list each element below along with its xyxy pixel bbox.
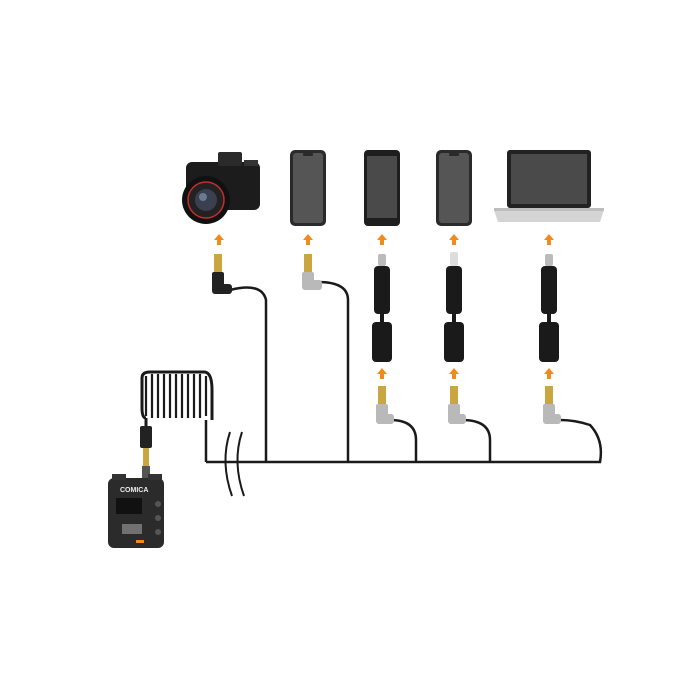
arrow-up-icon bbox=[449, 368, 459, 379]
arrow-up-icons bbox=[214, 234, 554, 379]
trs-plug-icon bbox=[140, 426, 152, 478]
arrow-up-icon bbox=[544, 368, 554, 379]
usb-c-adapter-icon bbox=[372, 254, 392, 362]
trs-plug-icon bbox=[543, 386, 561, 424]
phone-icon bbox=[290, 150, 326, 226]
laptop-icon bbox=[494, 150, 604, 222]
break-symbol-icon bbox=[224, 431, 245, 497]
lightning-adapter-icon bbox=[444, 252, 464, 362]
trs-plug-icon bbox=[376, 386, 394, 424]
camera-icon bbox=[182, 152, 260, 224]
arrow-up-icon bbox=[449, 234, 459, 245]
arrow-up-icon bbox=[214, 234, 224, 245]
brand-logo: COMICA bbox=[120, 487, 148, 494]
trs-plug-icon bbox=[448, 386, 466, 424]
iphone-icon bbox=[436, 150, 472, 226]
arrow-up-icon bbox=[544, 234, 554, 245]
arrow-up-icon bbox=[377, 234, 387, 245]
arrow-up-icon bbox=[377, 368, 387, 379]
trs-plug-icon bbox=[212, 254, 232, 294]
receiver-device: COMICA bbox=[108, 474, 164, 548]
cables bbox=[204, 280, 603, 464]
trs-plug-icon bbox=[302, 254, 322, 290]
arrow-up-icon bbox=[303, 234, 313, 245]
coiled-cable-icon bbox=[140, 370, 214, 428]
android-phone-icon bbox=[364, 150, 400, 226]
usb-c-adapter-icon bbox=[539, 254, 559, 362]
